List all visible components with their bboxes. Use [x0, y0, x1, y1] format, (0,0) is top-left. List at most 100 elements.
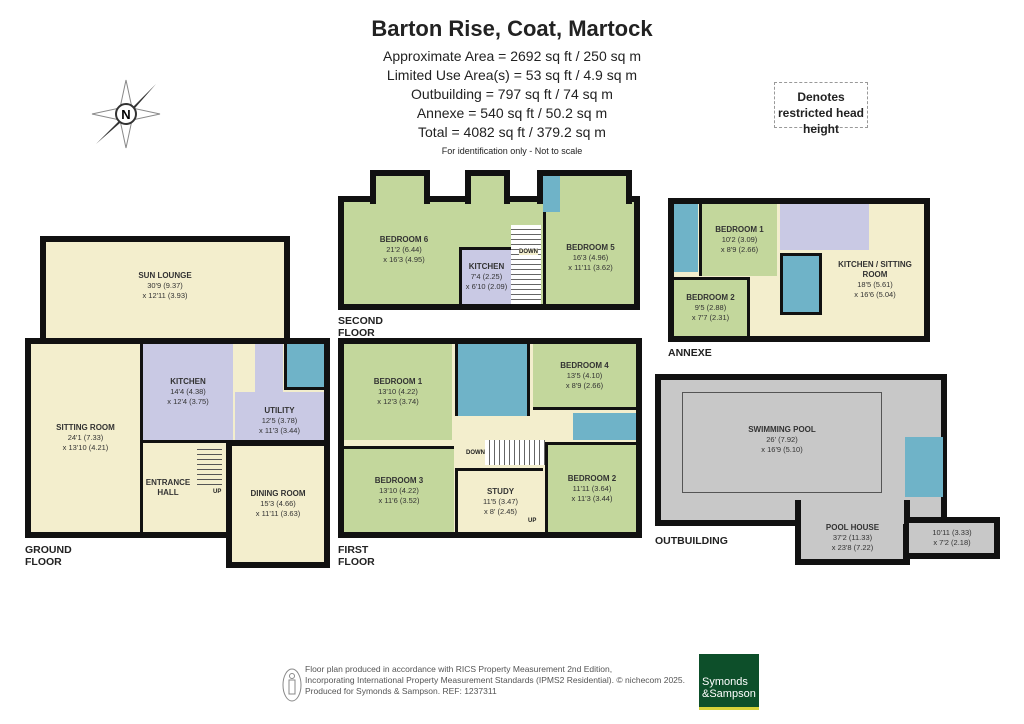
- room-dimensions: 15'3 (4.66): [260, 499, 296, 508]
- room-name: SWIMMING POOL: [748, 425, 816, 434]
- restricted-height-legend: Denotes restricted head height: [774, 82, 868, 136]
- room-dimensions: x 6'10 (2.09): [465, 282, 508, 291]
- room-dimensions: x 12'11 (3.93): [142, 291, 188, 300]
- dining-room-walls: [226, 440, 330, 568]
- store-room: 10'11 (3.33)x 7'2 (2.18): [912, 524, 992, 552]
- room-dimensions: x 16'3 (4.95): [383, 255, 425, 264]
- room-name: BEDROOM 1: [715, 225, 764, 234]
- room-name: STUDY: [486, 486, 515, 496]
- room-dimensions: 10'2 (3.09): [721, 235, 758, 244]
- room-dimensions: 21'2 (6.44): [386, 245, 422, 254]
- room-dimensions: 9'5 (2.88): [694, 303, 727, 312]
- compass-label: N: [121, 107, 130, 122]
- staircase: [485, 440, 545, 465]
- staircase: [197, 445, 222, 485]
- page-title: Barton Rise, Coat, Martock: [371, 16, 653, 41]
- room-dimensions: 13'10 (4.22): [378, 387, 418, 396]
- room-name: BEDROOM 5: [566, 243, 615, 252]
- room-dimensions: 12'5 (3.78): [261, 416, 298, 425]
- floor-label: SECOND FLOOR: [338, 315, 383, 339]
- scale-note: For identification only - Not to scale: [441, 146, 583, 156]
- room-name: KITCHEN: [468, 262, 505, 271]
- ensuite: [543, 176, 560, 212]
- area-line: Annexe = 540 sq ft / 50.2 sq m: [416, 105, 608, 121]
- pool-shower-room: [905, 437, 943, 497]
- room-dimensions: 13'5 (4.10): [566, 370, 603, 380]
- room-dimensions: 7'4 (2.25): [470, 272, 503, 281]
- stairs-label: UP: [528, 518, 537, 524]
- room-dimensions: x 16'9 (5.10): [761, 445, 803, 454]
- room-dimensions: x 7'2 (2.18): [933, 538, 971, 547]
- room-dimensions: 13'10 (4.22): [379, 485, 419, 495]
- annexe-kitchen-area: [780, 204, 869, 250]
- room-dimensions: x 23'8 (7.22): [831, 543, 874, 552]
- room-dimensions: x 11'3 (3.44): [571, 493, 613, 503]
- room-name: ENTRANCE HALL: [145, 478, 191, 497]
- room-name: BEDROOM 6: [379, 235, 429, 244]
- annexe-shower-room: [674, 204, 698, 272]
- floor-label: ANNEXE: [668, 347, 712, 359]
- footer-line: Floor plan produced in accordance with R…: [305, 664, 613, 674]
- room-dimensions: x 11'11 (3.62): [568, 263, 613, 272]
- annexe-bathroom: [780, 253, 822, 315]
- room-name: BEDROOM 4: [560, 360, 609, 370]
- room-name: BEDROOM 2: [686, 293, 735, 302]
- floor-label: FIRST FLOOR: [338, 544, 375, 568]
- room-dimensions: x 7'7 (2.31): [691, 313, 730, 322]
- wc: [284, 344, 324, 390]
- room-dimensions: x 11'3 (3.44): [259, 426, 300, 435]
- room-name: UTILITY: [264, 406, 295, 415]
- stairs-label: UP: [213, 489, 222, 495]
- room-dimensions: x 8'9 (2.66): [565, 380, 604, 390]
- stairs-label: DOWN: [519, 249, 538, 255]
- room-dimensions: 11'5 (3.47): [482, 496, 519, 506]
- room-dimensions: x 11'11 (3.63): [255, 509, 301, 518]
- room-dimensions: 16'3 (4.96): [572, 253, 609, 262]
- room-name: KITCHEN: [170, 377, 206, 386]
- room-dimensions: x 12'3 (3.74): [377, 397, 419, 406]
- room-dimensions: x 8'9 (2.66): [720, 245, 759, 254]
- symonds-sampson-logo: Symonds &Sampson: [699, 654, 759, 710]
- entrance-hall: ENTRANCE HALL: [143, 470, 193, 506]
- room-dimensions: 26' (7.92): [766, 435, 798, 444]
- sun-lounge: [40, 236, 290, 344]
- area-line: Approximate Area = 2692 sq ft / 250 sq m: [383, 48, 641, 64]
- footer-line: Produced for Symonds & Sampson. REF: 123…: [305, 686, 497, 696]
- staircase: [511, 225, 541, 304]
- room-dimensions: x 12'4 (3.75): [167, 397, 209, 406]
- ensuite-shower: [573, 413, 636, 440]
- room-name: BEDROOM 2: [567, 473, 617, 483]
- bathroom: [455, 344, 530, 416]
- room-dimensions: x 11'6 (3.52): [378, 495, 420, 505]
- room-name: SUN LOUNGE: [138, 271, 192, 280]
- room-dimensions: x 13'10 (4.21): [62, 443, 109, 452]
- person-scale-icon: [282, 668, 302, 702]
- room-dimensions: 11'11 (3.64): [572, 483, 612, 493]
- area-line: Total = 4082 sq ft / 379.2 sq m: [418, 124, 606, 140]
- room-dimensions: 10'11 (3.33): [932, 528, 972, 537]
- room-name: KITCHEN / SITTING ROOM: [838, 260, 912, 279]
- footer-line: Incorporating International Property Mea…: [305, 675, 685, 685]
- area-line: Limited Use Area(s) = 53 sq ft / 4.9 sq …: [386, 67, 638, 83]
- room-dimensions: 37'2 (11.33): [832, 533, 873, 542]
- room-dimensions: 14'4 (4.38): [170, 387, 206, 396]
- stairs-label: DOWN: [466, 450, 485, 456]
- floor-label: OUTBUILDING: [655, 535, 728, 547]
- room-dimensions: x 8' (2.45): [483, 506, 518, 516]
- room-name: SITTING ROOM: [56, 423, 115, 432]
